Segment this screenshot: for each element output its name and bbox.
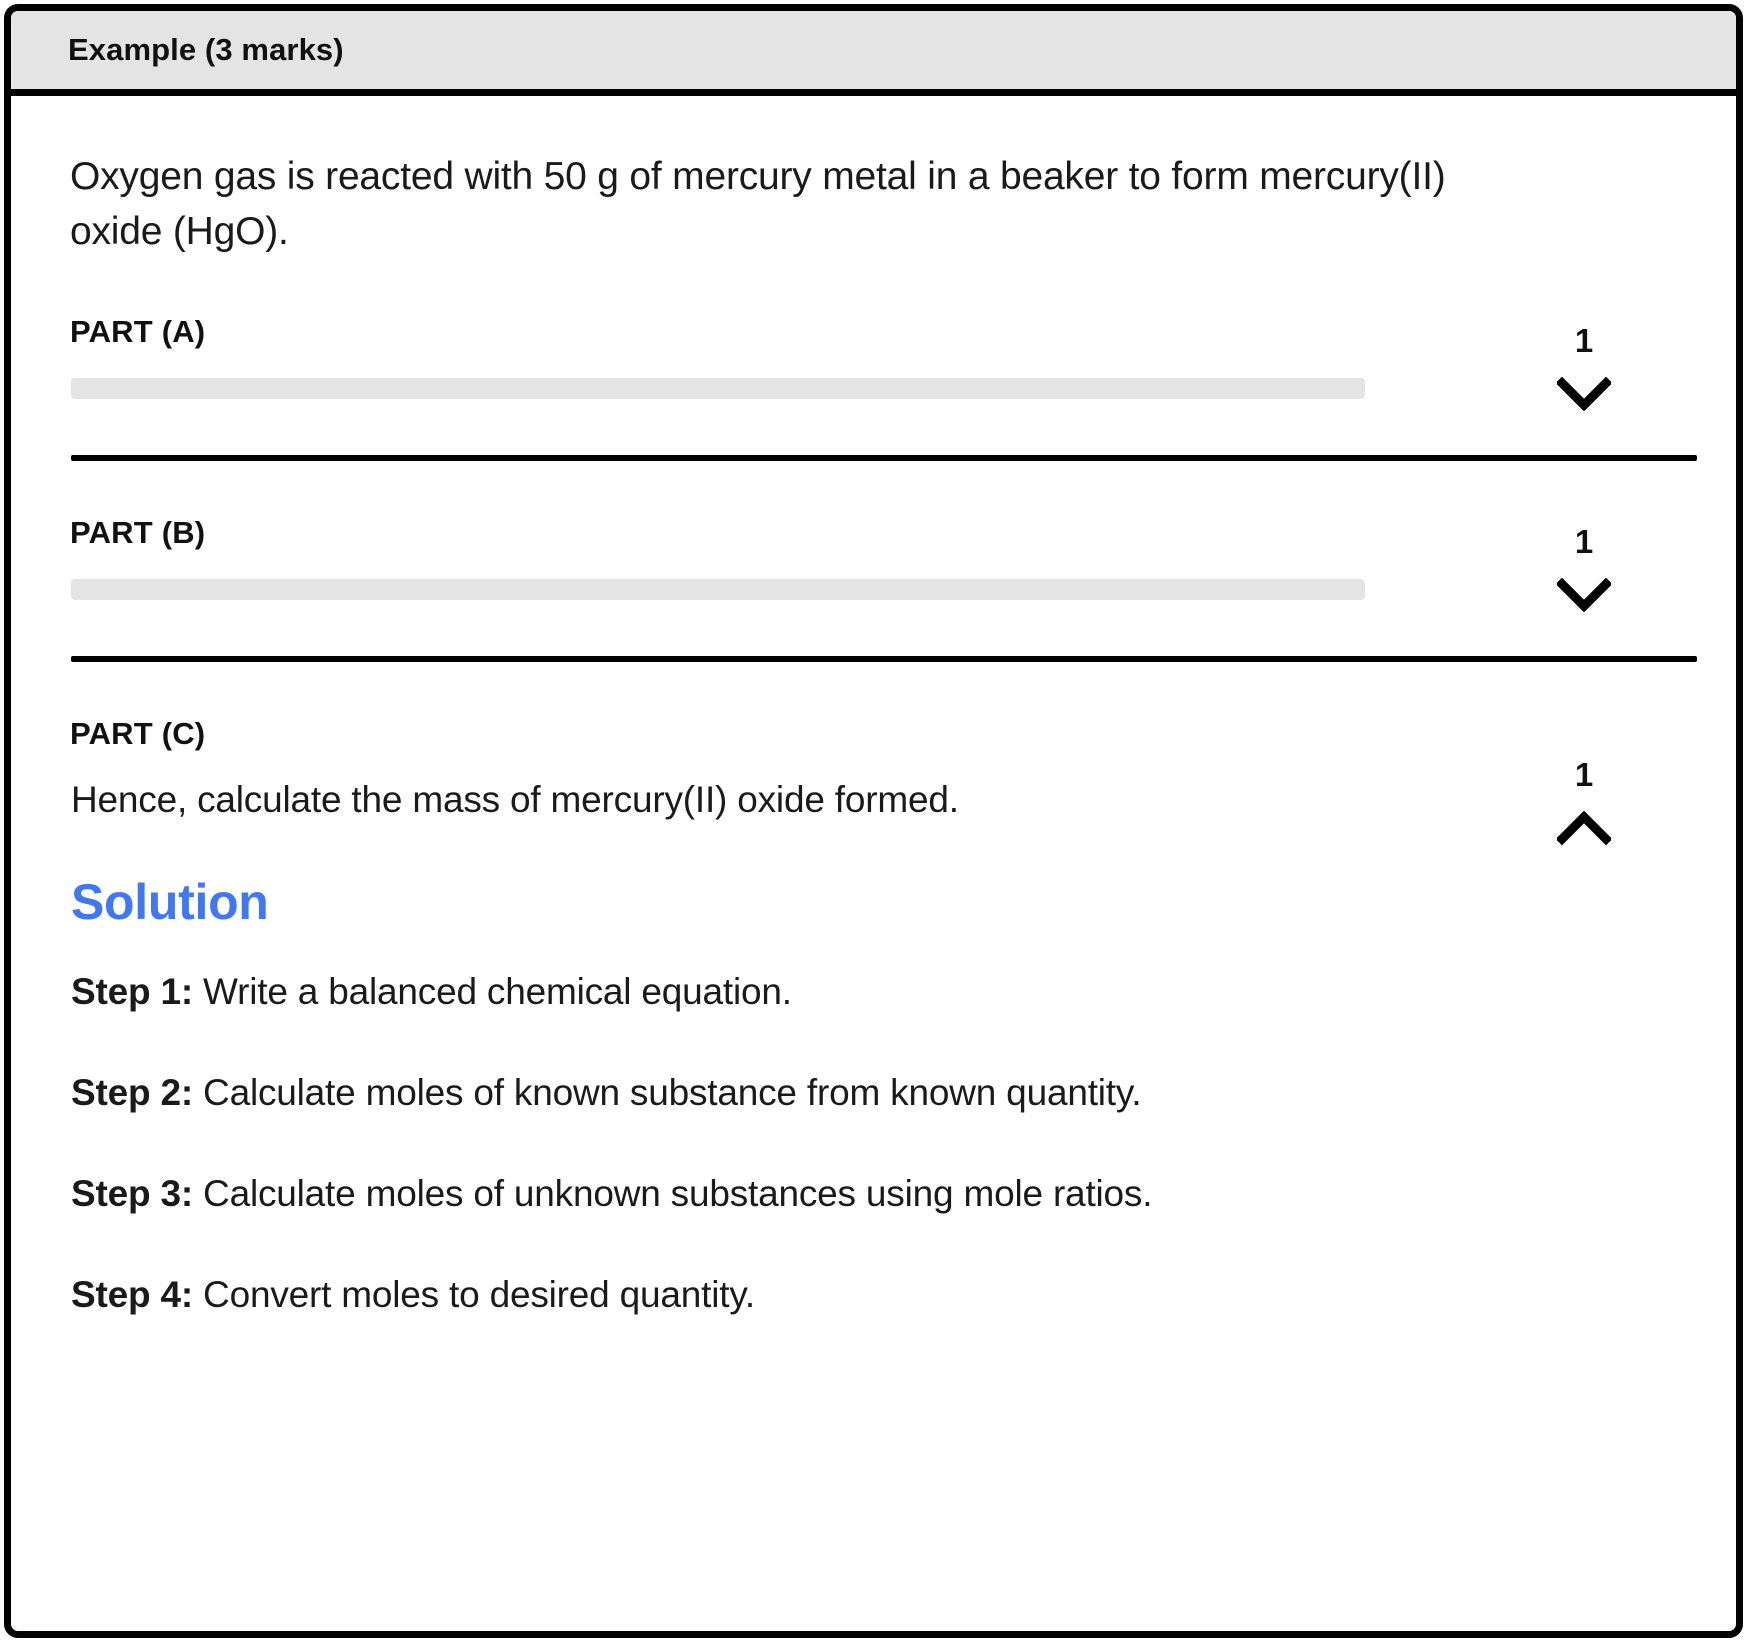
part-a-mark-count: 1 (1574, 321, 1594, 359)
solution-step-label: Step 3: (71, 1172, 193, 1214)
chevron-down-icon[interactable] (1557, 376, 1611, 411)
part-c-header[interactable]: PART (C) (63, 716, 1684, 752)
card-header-title: Example (3 marks) (68, 32, 344, 67)
chevron-up-icon[interactable] (1557, 810, 1611, 845)
question-stem: Oxygen gas is reacted with 50 g of mercu… (70, 155, 1446, 254)
part-b-meta: 1 (1539, 525, 1629, 612)
solution-heading: Solution (71, 873, 269, 930)
part-b-mark-count: 1 (1574, 522, 1594, 560)
part-c-meta: 1 (1539, 758, 1629, 845)
part-a-divider (71, 454, 1697, 461)
part-a-answer-placeholder[interactable] (71, 377, 1365, 399)
solution-step-label: Step 2: (71, 1071, 193, 1113)
part-a-label: PART (A) (70, 313, 206, 349)
part-c-label: PART (C) (70, 715, 206, 751)
solution-step-label: Step 1: (71, 970, 193, 1012)
chevron-down-icon[interactable] (1557, 577, 1611, 612)
part-c-question: Hence, calculate the mass of mercury(II)… (71, 778, 959, 820)
part-a-header[interactable]: PART (A) (63, 314, 1684, 350)
solution-step-text: Write a balanced chemical equation. (192, 970, 792, 1012)
solution-step: Step 2: Calculate moles of known substan… (71, 1072, 1684, 1114)
part-b-label: PART (B) (70, 514, 206, 550)
part-c-mark-count: 1 (1574, 755, 1594, 793)
solution-step-text: Calculate moles of unknown substances us… (192, 1172, 1153, 1214)
part-b-divider (71, 655, 1697, 662)
solution-step-text: Convert moles to desired quantity. (192, 1273, 755, 1315)
solution-step: Step 1: Write a balanced chemical equati… (71, 971, 1684, 1013)
example-question-card: Example (3 marks) Oxygen gas is reacted … (4, 4, 1743, 1638)
part-a-meta: 1 (1539, 324, 1629, 411)
card-body: Oxygen gas is reacted with 50 g of mercu… (11, 149, 1736, 1316)
part-a-section: PART (A) 1 (63, 314, 1697, 461)
solution-steps: Step 1: Write a balanced chemical equati… (71, 971, 1684, 1316)
part-b-header[interactable]: PART (B) (63, 515, 1684, 551)
solution-step: Step 3: Calculate moles of unknown subst… (71, 1173, 1684, 1215)
solution-step: Step 4: Convert moles to desired quantit… (71, 1274, 1684, 1316)
part-b-answer-placeholder[interactable] (71, 578, 1365, 600)
part-c-section: PART (C) 1 Hence, calculate the mass of … (63, 716, 1684, 1316)
part-b-section: PART (B) 1 (63, 515, 1697, 662)
solution-step-label: Step 4: (71, 1273, 193, 1315)
solution-step-text: Calculate moles of known substance from … (192, 1071, 1142, 1113)
card-header: Example (3 marks) (11, 11, 1736, 96)
